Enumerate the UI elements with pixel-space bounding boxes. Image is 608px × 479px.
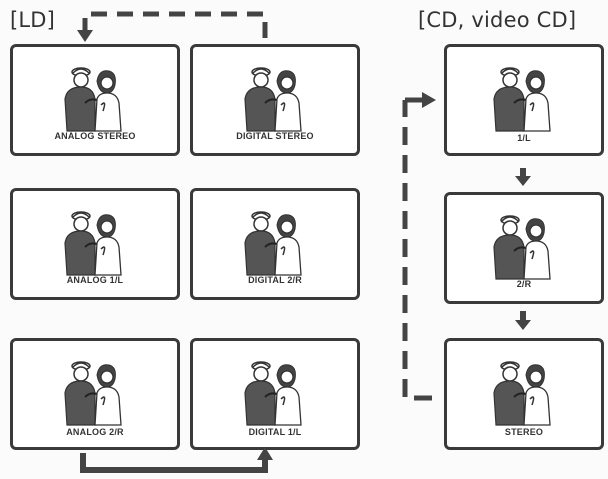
dashed-return-arrow (405, 92, 436, 398)
dashed-return-arrow (77, 14, 265, 42)
down-arrow (515, 311, 531, 330)
down-arrow (515, 168, 531, 186)
solid-arrow (83, 447, 273, 470)
